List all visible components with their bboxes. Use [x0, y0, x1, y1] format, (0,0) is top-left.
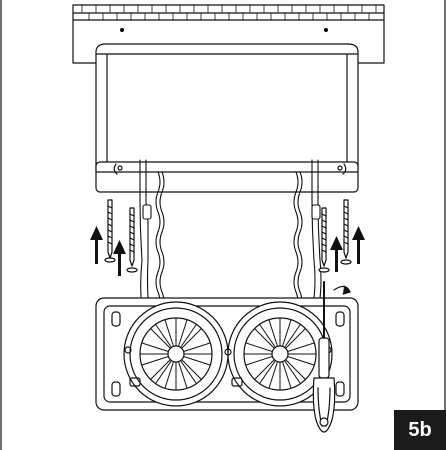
- screw-icon: [104, 199, 352, 273]
- step-label: 5b: [394, 410, 446, 450]
- fan-unit-icon: [95, 297, 359, 411]
- screwdriver-icon: [312, 281, 336, 433]
- up-arrow-icon: [90, 226, 365, 276]
- wall-bracket-icon: [95, 43, 359, 193]
- rotation-arrow-icon: [333, 285, 351, 295]
